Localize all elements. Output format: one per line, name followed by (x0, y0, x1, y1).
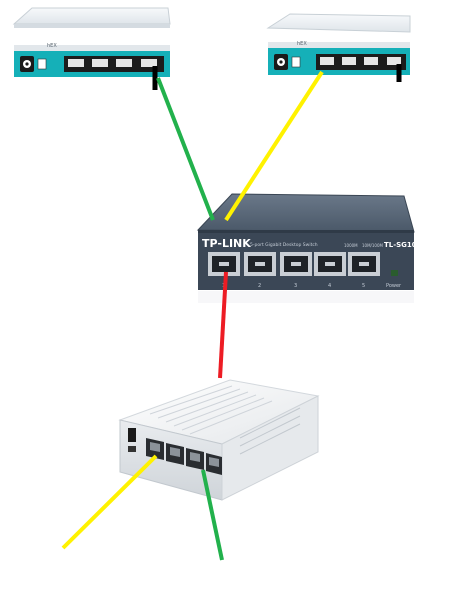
switch-power-label: Power (386, 283, 402, 289)
router-left-brand: hEX (47, 43, 57, 49)
switch-brand: TP-LINK (202, 237, 251, 250)
switch-port-label-2: 2 (258, 283, 261, 289)
switch-ports (208, 252, 380, 276)
switch-subtitle: 5-port Gigabit Desktop Switch (250, 242, 318, 248)
switch-speed-label-1: 1000M (344, 243, 358, 248)
switch-model: TL-SG105 (384, 241, 422, 249)
router-right-ports (316, 54, 406, 70)
cable-green-router-left-to-switch (156, 77, 215, 221)
cable-red-switch-to-crs (218, 271, 228, 379)
tplink-switch: TP-LINK 5-port Gigabit Desktop Switch 10… (196, 193, 422, 303)
switch-port-label-3: 3 (294, 283, 297, 289)
switch-power-led (391, 270, 398, 276)
crs-reset-button (128, 446, 136, 452)
crs-side-panel (221, 395, 319, 501)
router-right: hEX (266, 13, 411, 75)
router-left: hEX (12, 7, 171, 77)
crs-switch (118, 379, 320, 501)
crs-power-jack (128, 428, 136, 442)
cables (61, 64, 402, 561)
router-right-reset-button (291, 56, 301, 68)
cable-yellow-router-right-to-switch (224, 70, 324, 222)
switch-port-label-5: 5 (362, 283, 365, 289)
crs-ports (146, 438, 222, 475)
router-left-ports (64, 56, 164, 72)
crs-vents (149, 385, 273, 435)
router-right-brand: hEX (297, 41, 307, 47)
router-left-reset-button (37, 58, 47, 70)
switch-speed-label-2: 10M/100M (362, 243, 384, 248)
switch-port-label-4: 4 (328, 283, 331, 289)
cable-yellow-crs-out (61, 454, 158, 550)
cable-green-crs-out (201, 469, 224, 561)
